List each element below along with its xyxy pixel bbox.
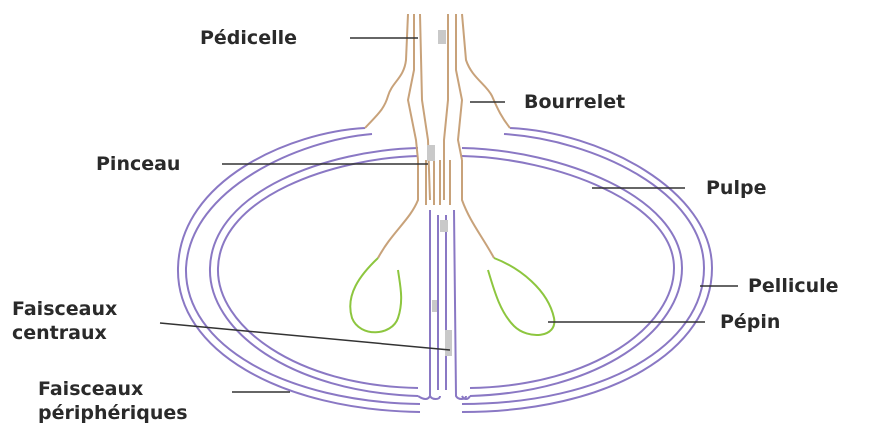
label-bourrelet: Bourrelet bbox=[524, 91, 625, 113]
pepin-outline bbox=[350, 258, 554, 335]
label-pulpe: Pulpe bbox=[706, 177, 766, 199]
label-faisceaux-peripheriques-line2: périphériques bbox=[38, 401, 188, 425]
label-faisceaux-centraux-line1: Faisceaux bbox=[12, 297, 117, 321]
central-bundles bbox=[418, 210, 470, 399]
label-pedicelle: Pédicelle bbox=[200, 27, 297, 49]
label-faisceaux-centraux-line2: centraux bbox=[12, 321, 117, 345]
label-faisceaux-peripheriques: Faisceaux périphériques bbox=[38, 377, 188, 425]
label-pellicule: Pellicule bbox=[748, 275, 839, 297]
label-pinceau: Pinceau bbox=[96, 153, 180, 175]
label-faisceaux-peripheriques-line1: Faisceaux bbox=[38, 377, 188, 401]
label-faisceaux-centraux: Faisceaux centraux bbox=[12, 297, 117, 345]
label-pepin: Pépin bbox=[720, 311, 780, 333]
